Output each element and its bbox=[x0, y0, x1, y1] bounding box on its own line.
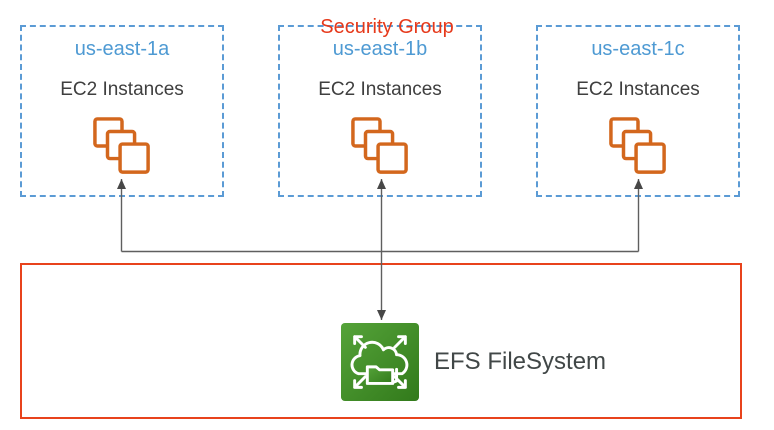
zone-title: us-east-1b bbox=[332, 38, 428, 60]
ec2-instances-icon bbox=[93, 117, 150, 174]
zone-box-us-east-1b: us-east-1b EC2 Instances bbox=[278, 25, 482, 197]
efs-filesystem-label: EFS FileSystem bbox=[434, 348, 607, 375]
efs-filesystem-icon bbox=[341, 323, 419, 401]
ec2-instances-icon bbox=[609, 117, 666, 174]
zone-box-us-east-1c: us-east-1c EC2 Instances bbox=[536, 25, 740, 197]
ec2-instances-label: EC2 Instances bbox=[60, 79, 184, 100]
zone-box-us-east-1a: us-east-1a EC2 Instances bbox=[20, 25, 224, 197]
zone-title: us-east-1a bbox=[74, 38, 170, 60]
ec2-instances-icon bbox=[351, 117, 408, 174]
ec2-instances-label: EC2 Instances bbox=[576, 79, 700, 100]
zone-title: us-east-1c bbox=[591, 38, 685, 60]
ec2-instances-label: EC2 Instances bbox=[318, 79, 442, 100]
efs-filesystem: EFS FileSystem bbox=[341, 323, 606, 401]
security-group-label: Security Group bbox=[320, 16, 454, 38]
